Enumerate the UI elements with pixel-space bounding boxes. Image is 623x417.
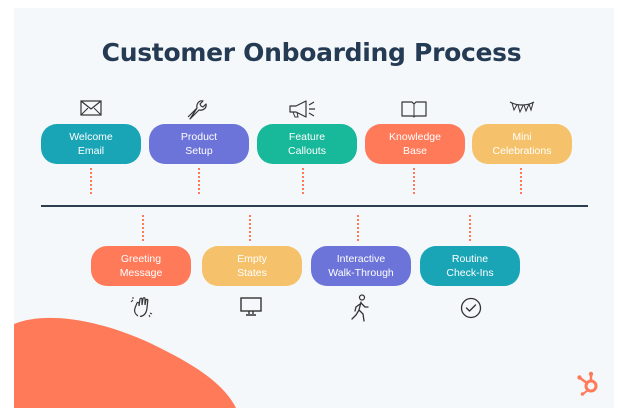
connector-dots [357, 215, 359, 241]
step-label-line1: Empty [237, 253, 267, 265]
step-label-line1: Feature [288, 131, 326, 143]
megaphone-icon [289, 100, 315, 118]
wrench-icon [187, 100, 207, 120]
step-label-line2: Celebrations [492, 145, 552, 157]
step-label-line2: Setup [185, 145, 213, 157]
step-label-line2: Callouts [288, 145, 326, 157]
connector-dots [142, 215, 144, 241]
step-label-line2: Message [119, 267, 163, 279]
check-circle-icon [460, 297, 482, 319]
connector-dots [249, 215, 251, 241]
book-icon [401, 101, 427, 118]
step-label-line2: Email [77, 145, 105, 157]
connector-dots [413, 168, 415, 194]
timeline-line [41, 205, 588, 207]
step-label-line1: Greeting [120, 253, 162, 265]
waving-hand-icon [130, 297, 153, 318]
step-label-line1: Interactive [336, 253, 386, 265]
step-label-line2: Check-Ins [446, 267, 494, 279]
step-label-line2: States [237, 267, 267, 279]
step-label-line1: Welcome [69, 131, 113, 143]
connector-dots [302, 168, 304, 194]
walking-person-icon [351, 294, 369, 322]
hubspot-logo [577, 371, 598, 396]
envelope-icon [80, 100, 102, 116]
bunting-icon [509, 101, 535, 114]
step-label-line1: Routine [451, 253, 489, 265]
decorative-blob [14, 317, 236, 408]
step-label-line1: Product [180, 131, 218, 143]
step-label-line2: Base [403, 145, 427, 157]
diagram-card [14, 8, 614, 408]
connector-dots [469, 215, 471, 241]
connector-dots [520, 168, 522, 194]
step-label-line1: Knowledge [389, 131, 441, 143]
connector-dots [198, 168, 200, 194]
diagram-title: Customer Onboarding Process [101, 38, 522, 67]
monitor-icon [240, 297, 262, 316]
step-label-line1: Mini [512, 131, 532, 143]
step-label-line2: Walk-Through [328, 267, 394, 279]
connector-dots [90, 168, 92, 194]
